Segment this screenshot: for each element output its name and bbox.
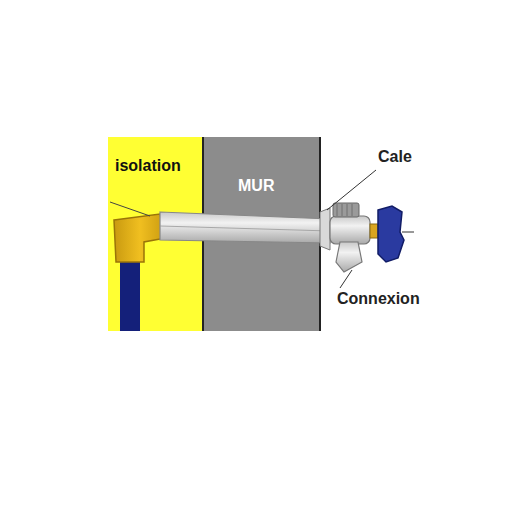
leader-line xyxy=(327,170,376,210)
handle xyxy=(378,206,404,262)
leader-line xyxy=(340,270,352,288)
spindle xyxy=(402,232,414,233)
valve-body xyxy=(330,216,370,244)
tube xyxy=(160,212,330,243)
supply-pipe xyxy=(120,255,140,331)
stem-nut xyxy=(370,224,378,238)
callout-label: Connexion xyxy=(337,290,420,308)
wedge xyxy=(320,208,330,250)
callout-label: Cale xyxy=(378,148,412,166)
elbow-fitting xyxy=(114,214,166,262)
breaker-cap xyxy=(333,203,359,217)
band-label: isolation xyxy=(115,157,181,175)
hose-connection xyxy=(336,242,362,272)
tube-axis xyxy=(160,226,330,231)
elbow-leader xyxy=(110,202,150,216)
band-label: MUR xyxy=(238,177,274,195)
